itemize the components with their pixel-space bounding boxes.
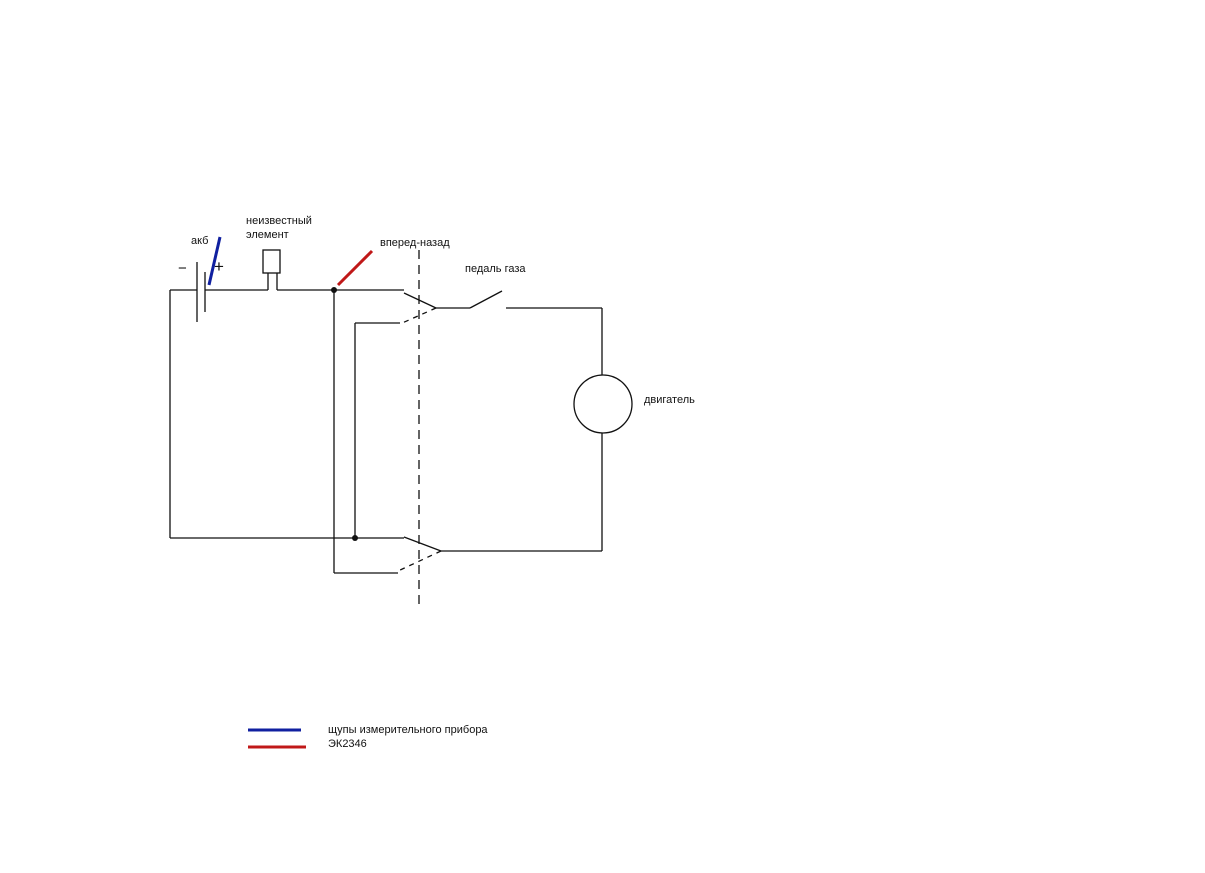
unknown-element-symbol: [262, 249, 281, 290]
junction-node: [331, 287, 337, 293]
minus-sign: −: [178, 260, 187, 277]
battery-label: акб: [191, 235, 209, 247]
probe-line-blue: [207, 236, 222, 286]
legend-probe-label: щупы измерительного прибора: [328, 724, 488, 736]
junction-node: [352, 535, 358, 541]
gas-pedal-switch: [469, 290, 503, 309]
direction-switch-bottom: [397, 536, 442, 572]
motor-label: двигатель: [644, 394, 695, 406]
direction-switch-label: вперед-назад: [380, 237, 450, 249]
plus-sign: +: [214, 257, 224, 276]
wires: [169, 289, 603, 574]
unknown-element-label-1: неизвестный: [246, 215, 312, 227]
direction-switch-top: [399, 292, 437, 325]
legend-ek-label: ЭК2346: [328, 738, 367, 750]
battery-symbol: [196, 262, 206, 322]
motor-symbol: [573, 374, 633, 434]
unknown-element-label-2: элемент: [246, 229, 289, 241]
ek-line-red: [336, 249, 374, 287]
gas-pedal-label: педаль газа: [465, 263, 526, 275]
